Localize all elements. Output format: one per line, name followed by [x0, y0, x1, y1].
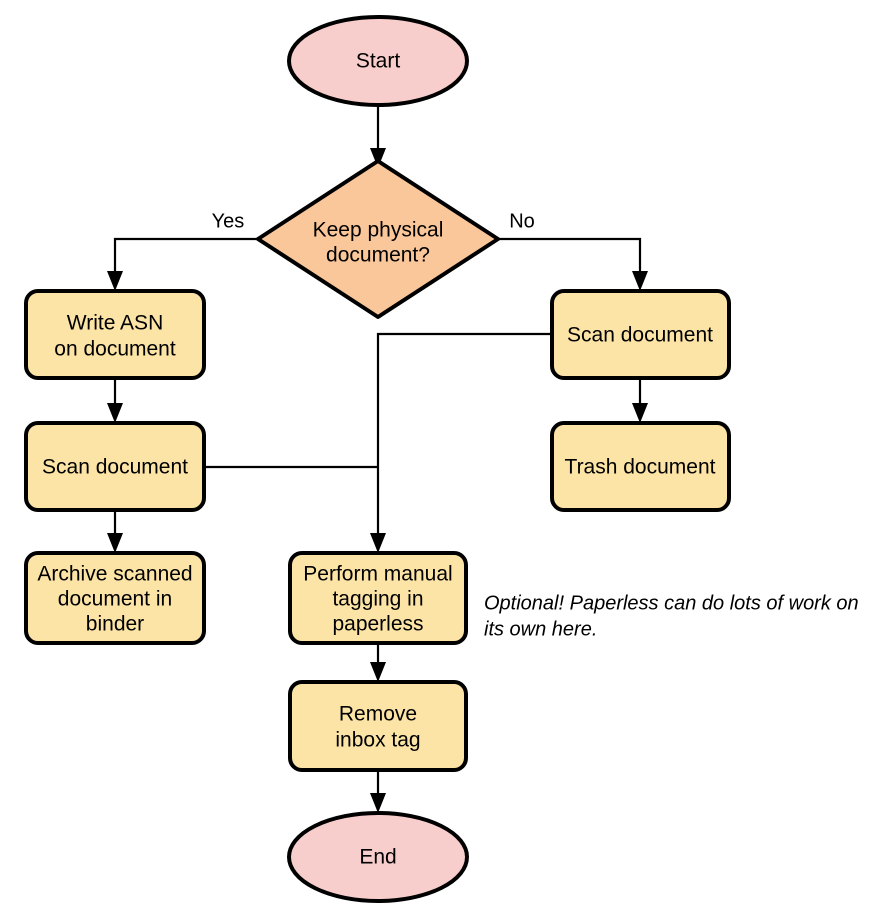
arrowhead-icon [107, 533, 123, 553]
arrowhead-icon [370, 793, 386, 813]
node-scan-document-left-label: Scan document [42, 456, 188, 479]
edge-label-yes: Yes [212, 210, 245, 232]
write-asn-rect-shape[interactable] [24, 289, 206, 380]
remove-inbox-tag-rect-shape[interactable] [288, 680, 468, 772]
node-archive-label-line1: Archive scanned [37, 563, 192, 586]
edge-write-asn-to-scan-left [107, 378, 123, 423]
node-tagging-label-line1: Perform manual [303, 563, 452, 586]
node-remove-tag-label-line2: inbox tag [335, 729, 420, 752]
node-write-asn-label-line1: Write ASN [67, 312, 163, 335]
node-write-asn-on-document[interactable]: Write ASN on document [24, 289, 206, 380]
node-write-asn-label-line2: on document [54, 338, 176, 361]
edge-label-no: No [509, 210, 535, 232]
optional-note-line2: its own here. [484, 618, 597, 640]
edge-remove-tag-to-end [370, 770, 386, 813]
node-archive-label-line3: binder [86, 613, 144, 636]
edge-scan-right-to-trash [632, 378, 648, 423]
node-archive-label-line2: document in [58, 588, 172, 611]
perform-manual-tagging-rect-shape[interactable] [288, 551, 468, 645]
node-remove-tag-label-line1: Remove [339, 703, 417, 726]
node-trash-document-label: Trash document [565, 456, 716, 479]
arrowhead-icon [370, 148, 386, 168]
edge-scan-right-to-tagging [370, 332, 552, 553]
arrowhead-icon [107, 403, 123, 423]
arrowhead-icon [107, 271, 123, 291]
scan-document-right-rect-shape[interactable] [550, 289, 731, 380]
node-tagging-label-line3: paperless [332, 613, 423, 636]
end-ellipse-shape[interactable] [287, 811, 469, 903]
edge-scan-left-to-archive [107, 510, 123, 553]
start-ellipse-shape[interactable] [287, 15, 469, 107]
decision-diamond-shape[interactable] [256, 159, 500, 319]
node-scan-document-left[interactable]: Scan document [24, 421, 206, 512]
node-start-label: Start [356, 50, 401, 73]
node-scan-document-right-label: Scan document [567, 324, 713, 347]
trash-document-rect-shape[interactable] [550, 421, 731, 512]
arrowhead-icon [632, 271, 648, 291]
node-start[interactable]: Start [287, 15, 469, 107]
arrowhead-icon [370, 662, 386, 682]
node-decision-label-line1: Keep physical [313, 219, 444, 242]
node-end-label: End [359, 846, 396, 869]
node-decision-keep-physical-document[interactable]: Keep physical document? [256, 159, 500, 319]
node-end[interactable]: End [287, 811, 469, 903]
node-decision-label-line2: document? [326, 244, 430, 267]
optional-note-line1: Optional! Paperless can do lots of work … [484, 592, 859, 614]
node-tagging-label-line2: tagging in [332, 588, 423, 611]
edge-start-to-decision [370, 105, 386, 168]
node-remove-inbox-tag[interactable]: Remove inbox tag [288, 680, 468, 772]
node-trash-document[interactable]: Trash document [550, 421, 731, 512]
node-perform-manual-tagging[interactable]: Perform manual tagging in paperless [288, 551, 468, 645]
arrowhead-icon [370, 533, 386, 553]
scan-document-left-rect-shape[interactable] [24, 421, 206, 512]
edge-tagging-to-remove-tag [370, 643, 386, 682]
archive-rect-shape[interactable] [24, 551, 206, 645]
annotation-optional-note: Optional! Paperless can do lots of work … [484, 592, 859, 640]
arrowhead-icon [632, 403, 648, 423]
edge-decision-no-to-scan-right [498, 237, 648, 291]
node-archive-scanned-document[interactable]: Archive scanned document in binder [24, 551, 206, 645]
node-scan-document-right[interactable]: Scan document [550, 289, 731, 380]
edge-decision-yes-to-write-asn [107, 237, 258, 291]
